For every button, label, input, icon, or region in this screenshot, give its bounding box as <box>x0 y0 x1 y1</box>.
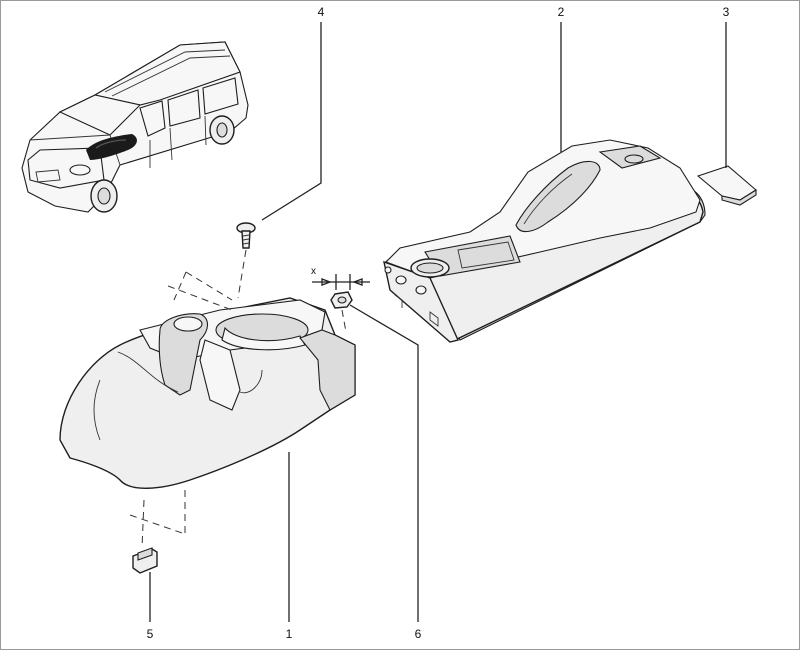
retaining-clip <box>132 547 158 574</box>
callout-6: 6 <box>415 627 422 641</box>
dimension-label: x <box>311 266 316 277</box>
callout-3: 3 <box>723 5 730 19</box>
dimension-marker: x <box>311 266 370 290</box>
callout-2: 2 <box>558 5 565 19</box>
console-upper-housing <box>383 139 706 343</box>
vehicle-location-icon <box>21 41 249 213</box>
assembly-guide-lines <box>129 249 347 549</box>
console-lid-cover <box>696 165 757 206</box>
leader-lines <box>149 22 727 622</box>
fixing-nut <box>330 291 353 309</box>
console-lower-trim <box>59 297 356 489</box>
callout-1: 1 <box>286 627 293 641</box>
callout-4: 4 <box>318 5 325 19</box>
fixing-screw <box>236 222 256 249</box>
callout-5: 5 <box>147 627 154 641</box>
